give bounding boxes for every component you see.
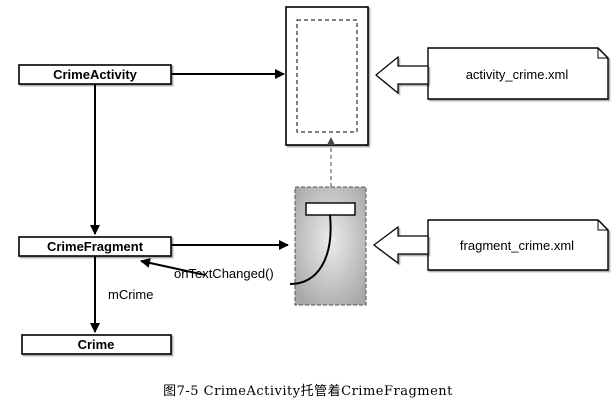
- fragment-screen: [294, 186, 367, 306]
- callback-arrow: [140, 258, 206, 276]
- mcrime-label: mCrime: [108, 287, 154, 302]
- crime-activity-node: CrimeActivity: [18, 64, 172, 85]
- activity-crime-xml-label: activity_crime.xml: [466, 67, 569, 82]
- activity-screen: [285, 6, 369, 146]
- activity-crime-xml-document: activity_crime.xml: [427, 47, 609, 100]
- crime-node: Crime: [21, 334, 172, 355]
- crime-activity-label: CrimeActivity: [53, 67, 138, 82]
- on-text-changed-label: onTextChanged(): [174, 266, 274, 281]
- diagram-canvas: CrimeActivity CrimeFragment Crime: [18, 6, 609, 355]
- fragment-container-slot: [296, 19, 358, 133]
- crime-label: Crime: [78, 337, 115, 352]
- fragment-xml-inflate-arrow: [373, 225, 429, 265]
- activity-xml-inflate-arrow: [375, 55, 429, 95]
- figure-caption: 图7-5 CrimeActivity托管着CrimeFragment: [163, 384, 453, 399]
- edit-text-widget: [305, 202, 356, 216]
- fragment-crime-xml-document: fragment_crime.xml: [427, 219, 609, 271]
- fragment-crime-xml-label: fragment_crime.xml: [460, 238, 574, 253]
- text-field-callback-curve: [289, 214, 332, 285]
- crime-fragment-label: CrimeFragment: [47, 239, 144, 254]
- crime-fragment-node: CrimeFragment: [18, 236, 172, 257]
